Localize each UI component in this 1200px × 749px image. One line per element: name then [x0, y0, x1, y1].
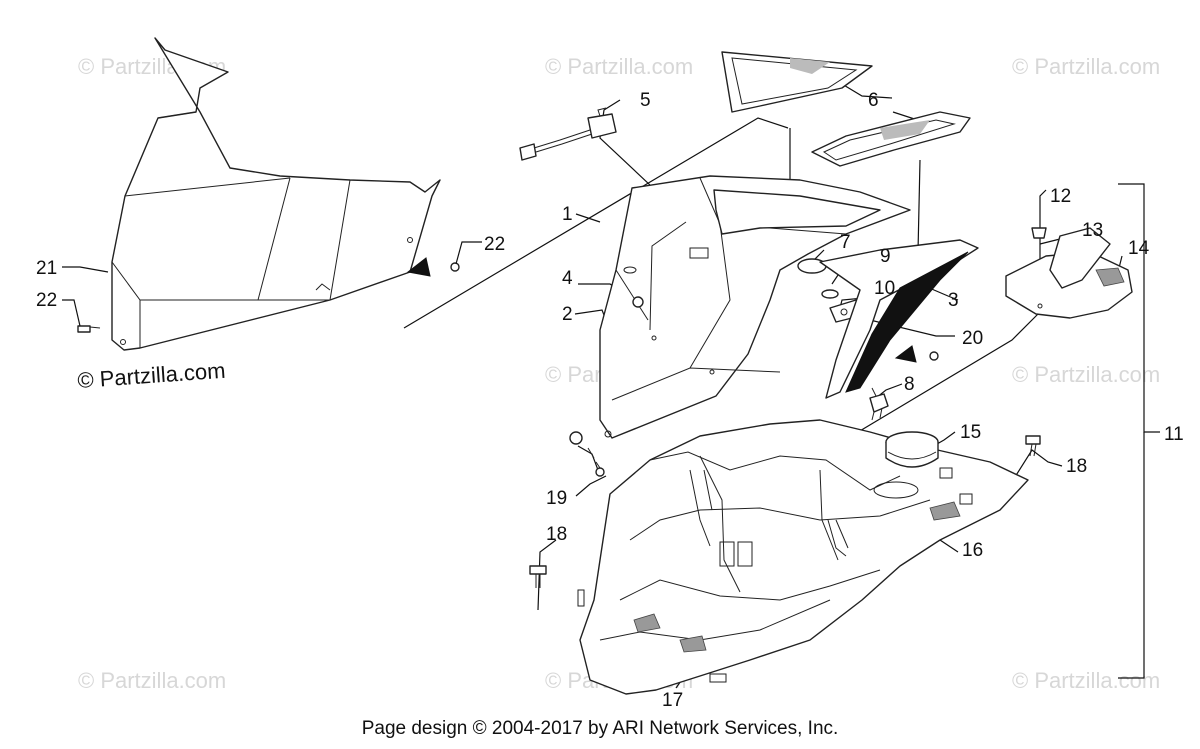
watermark: © Partzilla.com [1012, 54, 1160, 79]
foam-pad-part[interactable] [929, 501, 961, 521]
windshield-part[interactable] [111, 37, 441, 351]
vent-cover-lower[interactable] [811, 111, 971, 167]
windshield-screw-left[interactable] [77, 325, 101, 333]
callout-21[interactable]: 21 [36, 258, 57, 279]
callout-3[interactable]: 3 [948, 290, 959, 311]
callout-22-right[interactable]: 22 [484, 234, 505, 255]
callout-17[interactable]: 17 [662, 690, 683, 711]
hood-screw-right[interactable] [1025, 435, 1041, 457]
nut-part[interactable] [821, 289, 839, 299]
callout-13[interactable]: 13 [1082, 220, 1103, 241]
callout-labels: 1 2 3 4 5 6 7 8 9 10 11 12 13 14 15 16 1… [36, 90, 1184, 711]
hood-screw-left[interactable] [529, 565, 547, 588]
upper-hood-part[interactable] [599, 175, 911, 439]
foam-pad-part[interactable] [679, 635, 707, 653]
watermark: © Partzilla.com [1012, 668, 1160, 693]
duct-part[interactable] [873, 431, 939, 499]
screw-part[interactable] [929, 351, 939, 361]
side-panel-part[interactable] [819, 239, 979, 399]
lower-hood-part[interactable] [577, 419, 1029, 695]
watermark: © Partzilla.com [1012, 362, 1160, 387]
callout-15[interactable]: 15 [960, 422, 981, 443]
vent-cover-upper[interactable] [721, 51, 873, 113]
vent-opening[interactable] [713, 189, 881, 235]
windshield-screw-right[interactable] [450, 262, 460, 272]
copyright-label: © Partzilla.com [77, 358, 227, 393]
callout-19[interactable]: 19 [546, 488, 567, 509]
callout-18-right[interactable]: 18 [1066, 456, 1087, 477]
rivet-part[interactable] [632, 296, 644, 308]
callout-10[interactable]: 10 [874, 278, 895, 299]
callout-2[interactable]: 2 [562, 304, 573, 325]
callout-16[interactable]: 16 [962, 540, 983, 561]
watermark: © Partzilla.com [545, 54, 693, 79]
cover-plate-part[interactable] [1005, 227, 1133, 319]
page-footer: Page design © 2004-2017 by ARI Network S… [361, 718, 839, 739]
callout-22-left[interactable]: 22 [36, 290, 57, 311]
wiring-harness-part[interactable] [519, 107, 617, 161]
callout-5[interactable]: 5 [640, 90, 651, 111]
direction-arrow [406, 257, 431, 277]
callout-20[interactable]: 20 [962, 328, 983, 349]
callout-14[interactable]: 14 [1128, 238, 1150, 259]
direction-arrow [894, 345, 917, 363]
foam-pad-part[interactable] [633, 613, 661, 633]
callout-9[interactable]: 9 [880, 246, 891, 267]
callout-7[interactable]: 7 [840, 232, 851, 253]
push-rivet-part[interactable] [569, 431, 605, 477]
callout-1[interactable]: 1 [562, 204, 573, 225]
callout-12[interactable]: 12 [1050, 186, 1071, 207]
callout-6[interactable]: 6 [868, 90, 879, 111]
callout-18-left[interactable]: 18 [546, 524, 567, 545]
callout-11[interactable]: 11 [1164, 424, 1184, 445]
switch-part[interactable] [869, 387, 889, 421]
watermark: © Partzilla.com [78, 668, 226, 693]
callout-8[interactable]: 8 [904, 374, 915, 395]
fastener-part[interactable] [1031, 227, 1047, 239]
callout-4[interactable]: 4 [562, 268, 573, 289]
